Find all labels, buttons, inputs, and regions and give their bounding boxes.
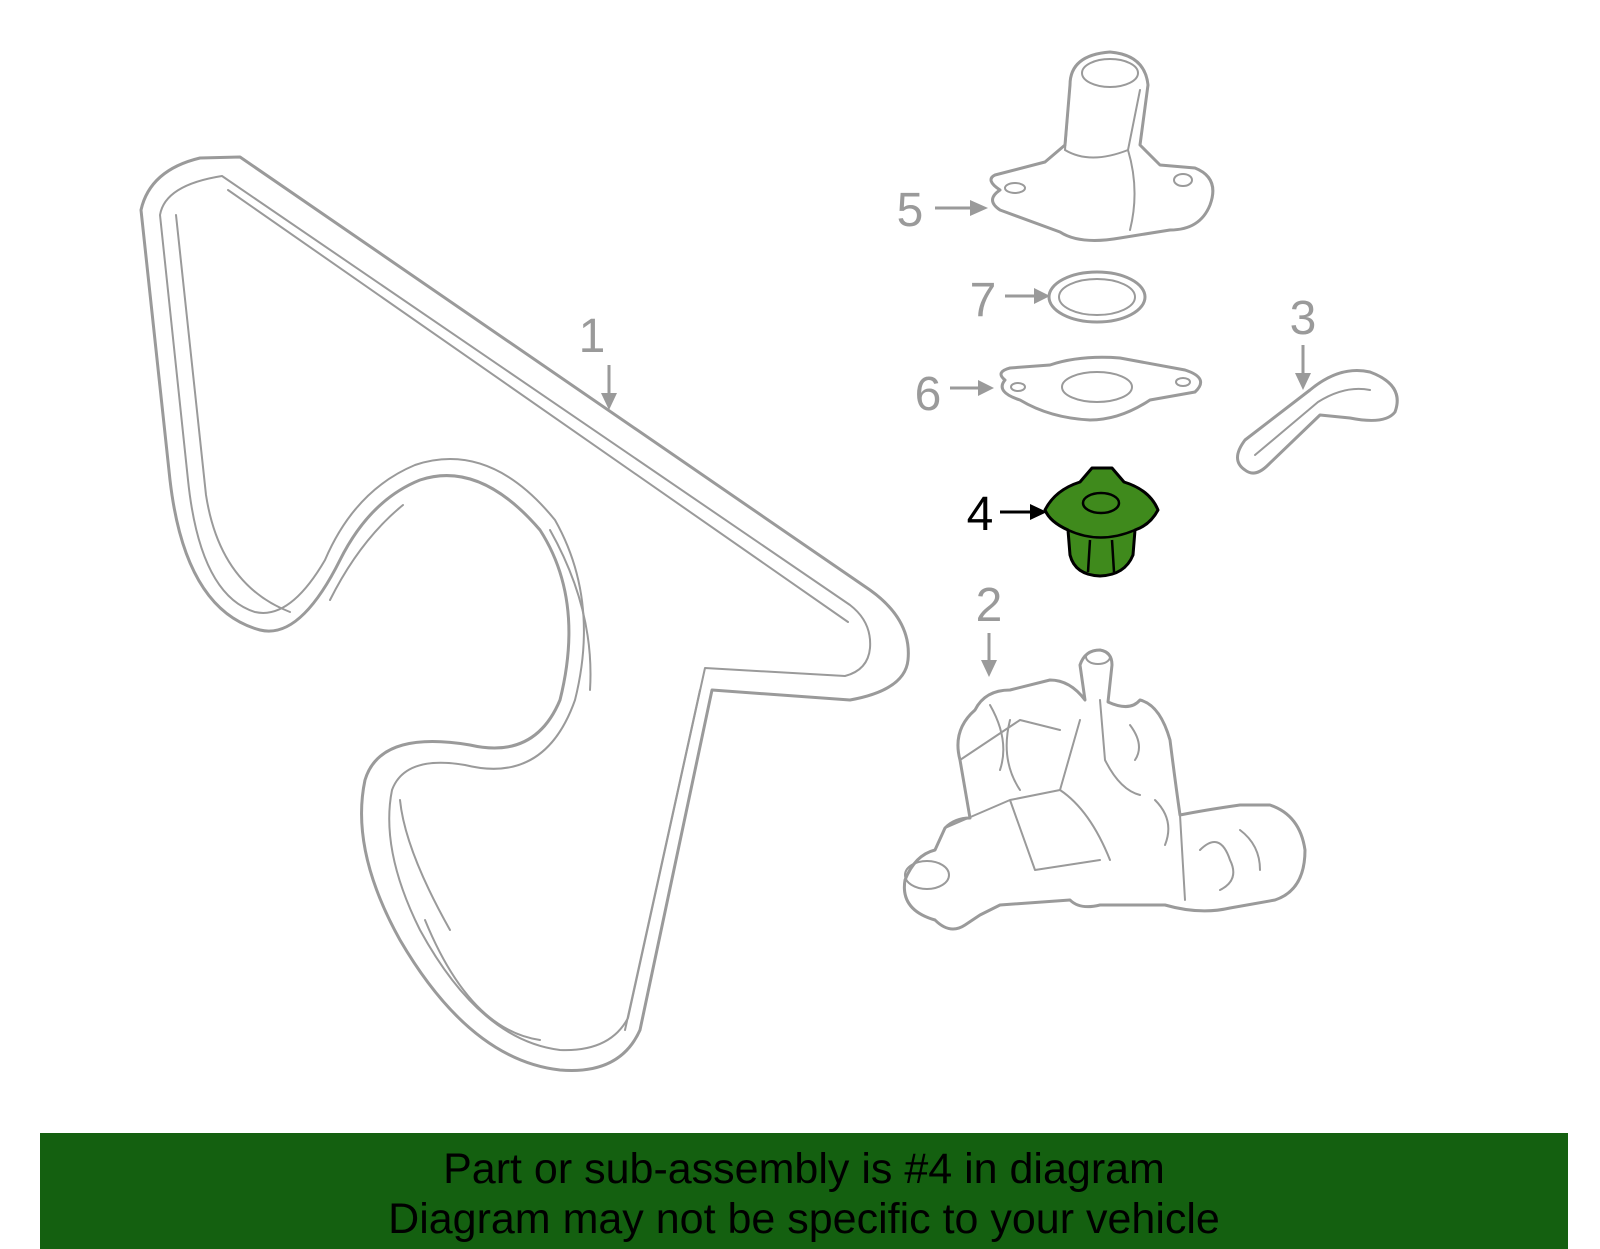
gasket[interactable]: [999, 355, 1203, 422]
seal-ring[interactable]: [1047, 270, 1147, 324]
thermostat[interactable]: [1043, 466, 1160, 578]
callout-4: 4: [967, 488, 1047, 541]
callout-5: 5: [897, 184, 988, 237]
callout-label-4: 4: [967, 488, 994, 541]
callout-label-7: 7: [970, 274, 997, 327]
banner-line-1: Part or sub-assembly is #4 in diagram: [443, 1145, 1165, 1193]
callout-label-3: 3: [1290, 292, 1317, 345]
thermostat-housing[interactable]: [989, 50, 1215, 242]
water-pump[interactable]: [902, 648, 1307, 931]
info-banner: Part or sub-assembly is #4 in diagram Di…: [40, 1133, 1568, 1249]
callout-label-6: 6: [915, 368, 942, 421]
hose[interactable]: [1236, 368, 1399, 475]
banner-line-2: Diagram may not be specific to your vehi…: [388, 1195, 1220, 1243]
callout-2: 2: [976, 579, 1003, 677]
callout-3: 3: [1290, 292, 1317, 390]
callout-label-1: 1: [579, 310, 606, 363]
parts-diagram: 1 5 7 6 3: [139, 50, 1399, 1072]
callout-label-2: 2: [976, 579, 1003, 632]
callout-7: 7: [970, 274, 1050, 327]
callout-label-5: 5: [897, 184, 924, 237]
callout-6: 6: [915, 368, 994, 421]
serpentine-belt[interactable]: [139, 155, 910, 1072]
callout-1: 1: [579, 310, 617, 410]
